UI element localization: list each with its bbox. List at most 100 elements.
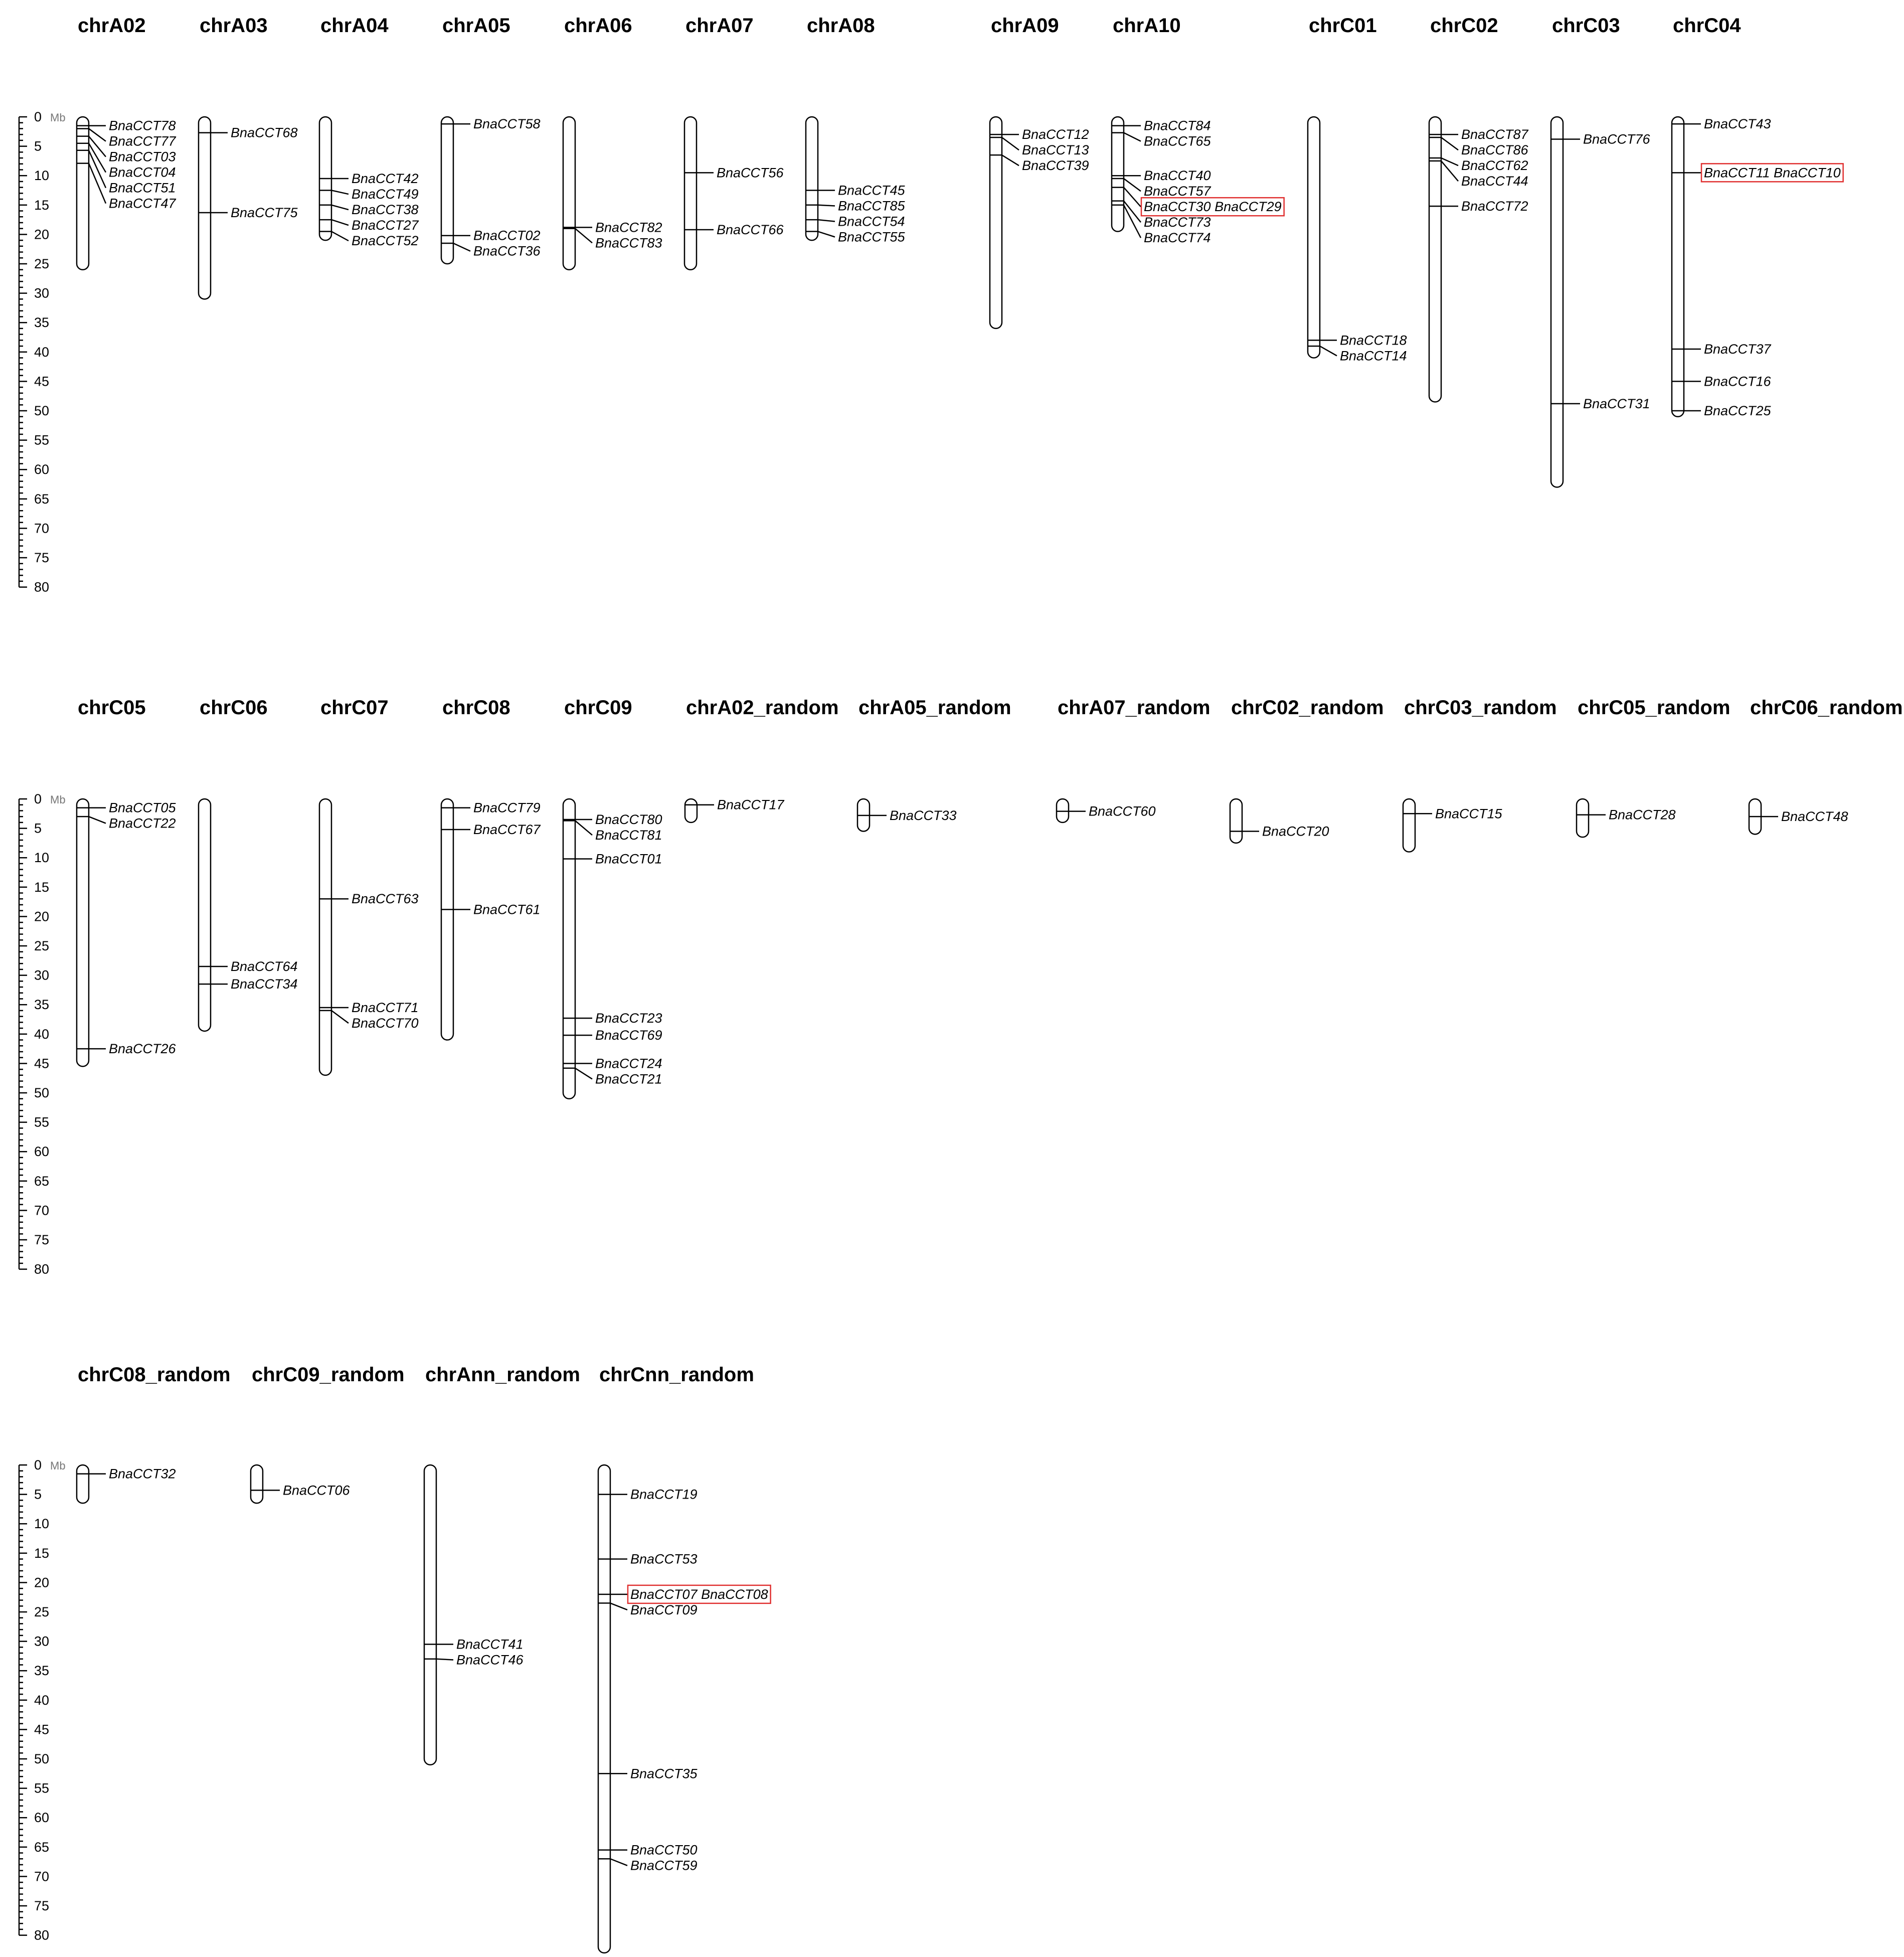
gene-connector: [817, 204, 835, 207]
chromosome-bar: [683, 116, 698, 270]
scale-tick-label: 25: [34, 1604, 49, 1619]
gene-label: BnaCCT50: [630, 1843, 698, 1858]
gene-connector: [1001, 137, 1019, 151]
gene-label: BnaCCT68: [231, 125, 298, 140]
scale-tick-label: 70: [34, 1203, 49, 1218]
scale-tick-label: 75: [34, 1898, 49, 1913]
gene-label: BnaCCT27: [352, 218, 419, 233]
gene-label: BnaCCT05: [109, 800, 177, 816]
chromosome-bar: [440, 116, 454, 265]
gene-connector: [1441, 160, 1459, 182]
scale-tick-label: 60: [34, 1144, 49, 1159]
chromosome-title: chrC05_random: [1578, 697, 1730, 719]
gene-label: BnaCCT54: [838, 214, 905, 229]
gene-label: BnaCCT44: [1461, 174, 1528, 189]
chromosome-title: chrC07: [320, 697, 389, 719]
scale-tick-label: 65: [34, 1840, 49, 1855]
scale-unit-label: Mb: [50, 793, 66, 806]
gene-label: BnaCCT71: [352, 1000, 419, 1015]
gene-label: BnaCCT38: [352, 202, 419, 217]
scale-tick-label: 45: [34, 374, 49, 389]
scale-tick-label: 35: [34, 997, 49, 1012]
gene-connector: [817, 219, 835, 222]
chromosome-title: chrC09: [564, 697, 632, 719]
gene-label: BnaCCT13: [1022, 142, 1089, 157]
gene-label: BnaCCT86: [1461, 142, 1529, 157]
gene-connector: [331, 231, 349, 242]
scale-tick-label: 35: [34, 1663, 49, 1678]
chromosome-chra10: chrA10BnaCCT84BnaCCT65BnaCCT40BnaCCT57Bn…: [1111, 15, 1285, 245]
gene-connector: [88, 150, 107, 189]
gene-label: BnaCCT12: [1022, 127, 1089, 142]
chromosome-bar: [1307, 116, 1321, 359]
chromosome-bar: [198, 116, 212, 300]
scale-tick-label: 20: [34, 909, 49, 924]
gene-label: BnaCCT76: [1583, 132, 1651, 147]
chromosome-bar: [1229, 798, 1243, 844]
gene-label: BnaCCT06: [283, 1483, 351, 1498]
chromosome-title: chrC04: [1673, 15, 1741, 37]
gene-label: BnaCCT82: [595, 220, 662, 235]
scale-tick-label: 65: [34, 492, 49, 507]
gene-label: BnaCCT62: [1461, 158, 1528, 173]
scale-tick-label: 25: [34, 938, 49, 953]
scale-tick-label: 15: [34, 198, 49, 213]
gene-label: BnaCCT03: [109, 149, 176, 165]
scale-tick-label: 25: [34, 256, 49, 271]
gene-connector: [1441, 137, 1459, 151]
scale-tick-label: 75: [34, 550, 49, 565]
scale-tick-label: 80: [34, 580, 49, 595]
gene-label: BnaCCT79: [473, 800, 541, 816]
gene-connector: [610, 1858, 628, 1866]
gene-label: BnaCCT61: [473, 902, 541, 917]
gene-label: BnaCCT09: [630, 1602, 698, 1617]
chromosome-bar: [1550, 116, 1564, 488]
gene-connector: [1123, 205, 1142, 238]
gene-label: BnaCCT58: [473, 116, 541, 131]
gene-label: BnaCCT04: [109, 165, 176, 180]
gene-connector: [1441, 157, 1459, 167]
gene-label: BnaCCT30 BnaCCT29: [1144, 199, 1282, 214]
scale-unit-label: Mb: [50, 111, 66, 124]
gene-label: BnaCCT51: [109, 181, 176, 196]
gene-connector: [575, 228, 593, 244]
gene-label: BnaCCT67: [473, 822, 541, 837]
gene-label: BnaCCT31: [1583, 396, 1650, 411]
gene-label: BnaCCT43: [1704, 116, 1771, 131]
chromosome-title: chrA10: [1113, 15, 1181, 37]
chromosome-title: chrA05_random: [858, 697, 1011, 719]
gene-label: BnaCCT34: [231, 976, 298, 992]
chromosome-bar: [1671, 116, 1685, 417]
scale-tick-label: 0: [34, 109, 42, 124]
chromosome-bar: [318, 798, 332, 1076]
chromosome-title: chrCnn_random: [599, 1364, 754, 1386]
gene-connector: [88, 816, 106, 824]
gene-label: BnaCCT49: [352, 187, 419, 202]
gene-label: BnaCCT40: [1144, 168, 1211, 183]
gene-connector: [453, 242, 471, 252]
scale-tick-label: 80: [34, 1928, 49, 1943]
scale-tick-label: 10: [34, 168, 49, 183]
gene-label: BnaCCT84: [1144, 118, 1211, 133]
scale-tick-label: 20: [34, 227, 49, 242]
gene-label: BnaCCT14: [1340, 348, 1407, 363]
gene-connector: [88, 128, 106, 142]
scale-tick-label: 50: [34, 403, 49, 418]
chromosome-chra02: chrA02BnaCCT78BnaCCT77BnaCCT03BnaCCT04Bn…: [76, 15, 177, 270]
gene-label: BnaCCT73: [1144, 215, 1211, 230]
gene-label: BnaCCT69: [595, 1028, 662, 1043]
gene-connector: [817, 231, 835, 238]
scale-tick-label: 30: [34, 286, 49, 301]
chromosome-bar: [440, 798, 454, 1041]
gene-label: BnaCCT32: [109, 1466, 176, 1482]
chromosome-bar: [76, 116, 90, 270]
gene-connector: [1123, 200, 1141, 223]
